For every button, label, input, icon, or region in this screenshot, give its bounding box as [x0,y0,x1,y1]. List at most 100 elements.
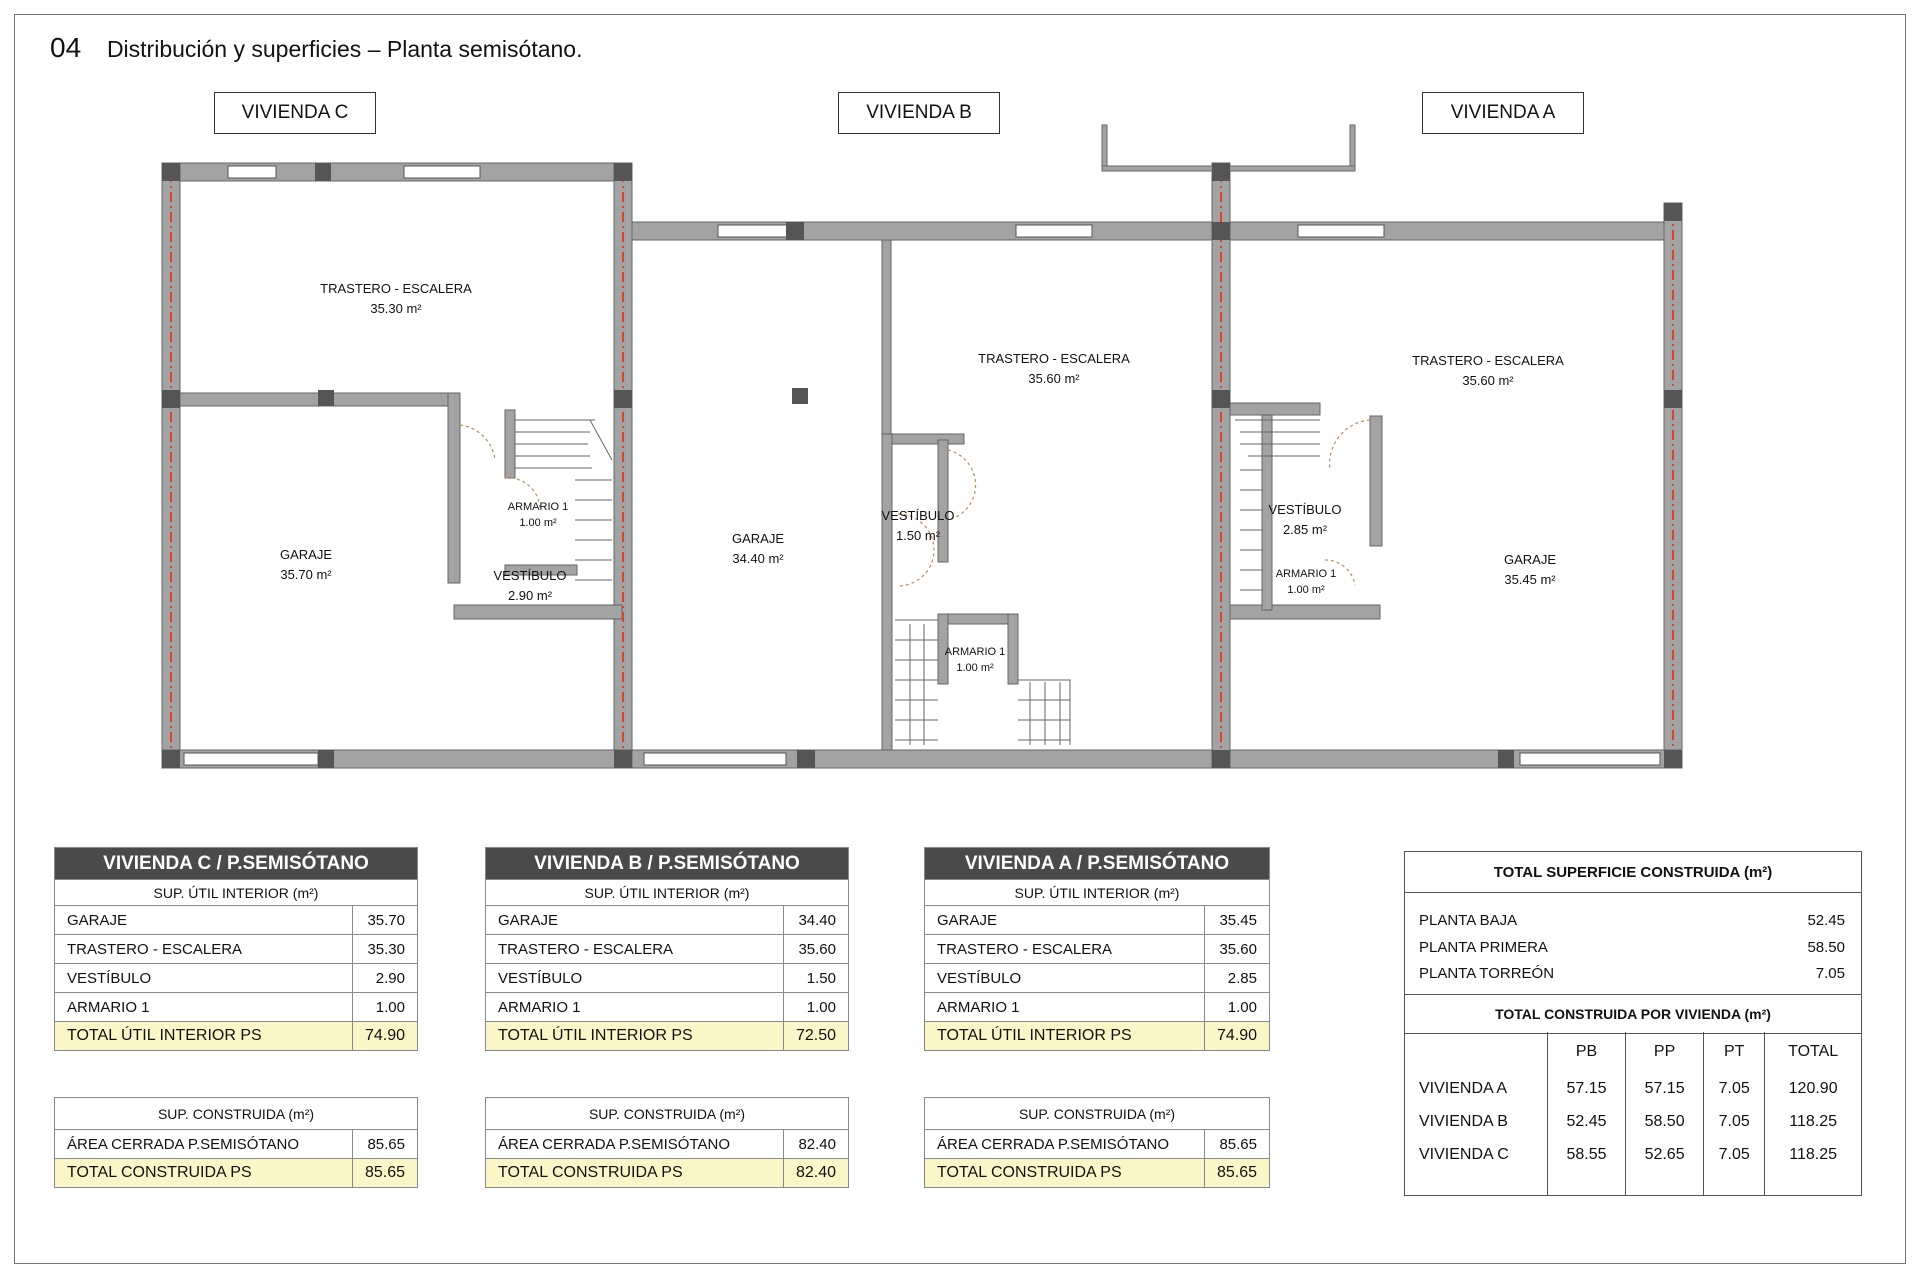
total-label: TOTAL CONSTRUIDA PS [54,1158,353,1188]
room-c-garaje: GARAJE 35.70 m² [280,545,332,585]
room-c-armario: ARMARIO 1 1.00 m² [508,499,569,531]
cell-pb: 57.15 [1546,1072,1626,1105]
table-subheader: SUP. ÚTIL INTERIOR (m²) [485,879,849,906]
room-name: GARAJE [1503,552,1557,567]
table-vivienda-a-util: VIVIENDA A / P.SEMISÓTANO SUP. ÚTIL INTE… [924,847,1271,1051]
cell-pp: 57.15 [1625,1072,1704,1105]
row-label: ARMARIO 1 [485,992,784,1022]
door-swings [459,419,1371,587]
row-label: GARAJE [485,905,784,935]
party-wall-axes [170,172,1674,760]
table-subheader: SUP. CONSTRUIDA (m²) [924,1097,1270,1130]
room-name: ARMARIO 1 [507,501,569,513]
cell-pt: 7.05 [1703,1072,1765,1105]
cell-pt: 7.05 [1703,1138,1765,1171]
cell-total: 120.90 [1764,1072,1861,1105]
room-area: 1.50 m² [895,528,941,543]
row-value: 34.40 [782,905,850,935]
row-value: 35.30 [351,934,419,964]
table-vivienda-b-util: VIVIENDA B / P.SEMISÓTANO SUP. ÚTIL INTE… [485,847,850,1051]
room-area: 1.00 m² [956,662,994,674]
floor-label: PLANTA PRIMERA [1419,939,1548,956]
room-area: 34.40 m² [732,551,784,566]
floor-value: 7.05 [1815,965,1845,982]
table-header: VIVIENDA A / P.SEMISÓTANO [924,847,1270,880]
total-value: 85.65 [351,1158,419,1188]
room-name: TRASTERO - ESCALERA [1412,353,1564,368]
total-label: TOTAL CONSTRUIDA PS [485,1158,784,1188]
row-value: 1.50 [782,963,850,993]
room-area: 35.30 m² [370,301,422,316]
total-value: 82.40 [782,1158,850,1188]
col-empty [1405,1032,1548,1072]
stairs [515,419,1320,745]
room-name: VESTÍBULO [493,568,567,583]
room-area: 35.60 m² [1462,373,1514,388]
floor-value: 52.45 [1807,912,1845,929]
col-header: PP [1625,1032,1704,1072]
total-value: 74.90 [351,1021,419,1051]
total-label: TOTAL CONSTRUIDA PS [924,1158,1205,1188]
room-name: GARAJE [279,547,333,562]
row-label: VESTÍBULO [54,963,353,993]
room-a-vestibulo: VESTÍBULO 2.85 m² [1269,500,1342,540]
per-dwelling-title: TOTAL CONSTRUIDA POR VIVIENDA (m²) [1405,994,1861,1034]
row-value: 85.65 [1203,1129,1271,1159]
row-value: 2.90 [351,963,419,993]
walls [161,124,1683,769]
table-vivienda-c-util: VIVIENDA C / P.SEMISÓTANO SUP. ÚTIL INTE… [54,847,419,1051]
vivienda-c-label: VIVIENDA C [214,92,376,134]
col-header: PT [1703,1032,1765,1072]
total-value: 85.65 [1203,1158,1271,1188]
row-value: 35.45 [1203,905,1271,935]
table-vivienda-c-construida: SUP. CONSTRUIDA (m²) ÁREA CERRADA P.SEMI… [54,1097,419,1188]
cell-total: 118.25 [1764,1105,1861,1138]
row-value: 2.85 [1203,963,1271,993]
row-value: 85.65 [351,1129,419,1159]
cell-pp: 52.65 [1625,1138,1704,1171]
row-label: VIVIENDA A [1419,1079,1508,1097]
room-c-vestibulo: VESTÍBULO 2.90 m² [494,566,567,606]
page-title-text: Distribución y superficies – Planta semi… [106,36,583,62]
cell-pb: 58.55 [1546,1138,1626,1171]
row-label: VESTÍBULO [924,963,1205,993]
summary-title: TOTAL SUPERFICIE CONSTRUIDA (m²) [1405,852,1861,893]
row-value: 35.60 [782,934,850,964]
summary-box: TOTAL SUPERFICIE CONSTRUIDA (m²) PLANTA … [1404,851,1862,1196]
row-label: GARAJE [54,905,353,935]
room-area: 1.00 m² [1287,584,1325,596]
room-name: VESTÍBULO [1268,502,1342,517]
table-subheader: SUP. CONSTRUIDA (m²) [485,1097,849,1130]
row-label: ARMARIO 1 [924,992,1205,1022]
room-name: VESTÍBULO [881,508,955,523]
col-header: PB [1546,1032,1626,1072]
page-frame [14,14,1906,1264]
windows [183,165,1661,766]
row-value: 1.00 [1203,992,1271,1022]
columns [162,163,1682,768]
cell-pp: 58.50 [1625,1105,1704,1138]
row-value: 1.00 [351,992,419,1022]
table-header: VIVIENDA C / P.SEMISÓTANO [54,847,418,880]
room-name: TRASTERO - ESCALERA [978,351,1130,366]
room-name: GARAJE [731,531,785,546]
total-label: TOTAL ÚTIL INTERIOR PS [485,1021,784,1051]
room-area: 35.45 m² [1504,572,1556,587]
cell-total: 118.25 [1764,1138,1861,1171]
room-area: 1.00 m² [519,517,557,529]
row-label: ÁREA CERRADA P.SEMISÓTANO [54,1129,353,1159]
room-area: 35.70 m² [280,567,332,582]
cell-pb: 52.45 [1546,1105,1626,1138]
row-label: VIVIENDA B [1419,1112,1508,1130]
per-dwelling-table: PB PP PT TOTAL VIVIENDA A 57.15 57.15 7.… [1405,1032,1861,1195]
row-value: 35.60 [1203,934,1271,964]
room-a-trastero: TRASTERO - ESCALERA 35.60 m² [1412,351,1564,391]
room-area: 2.85 m² [1282,522,1328,537]
col-header: TOTAL [1764,1032,1861,1072]
room-area: 2.90 m² [507,588,553,603]
